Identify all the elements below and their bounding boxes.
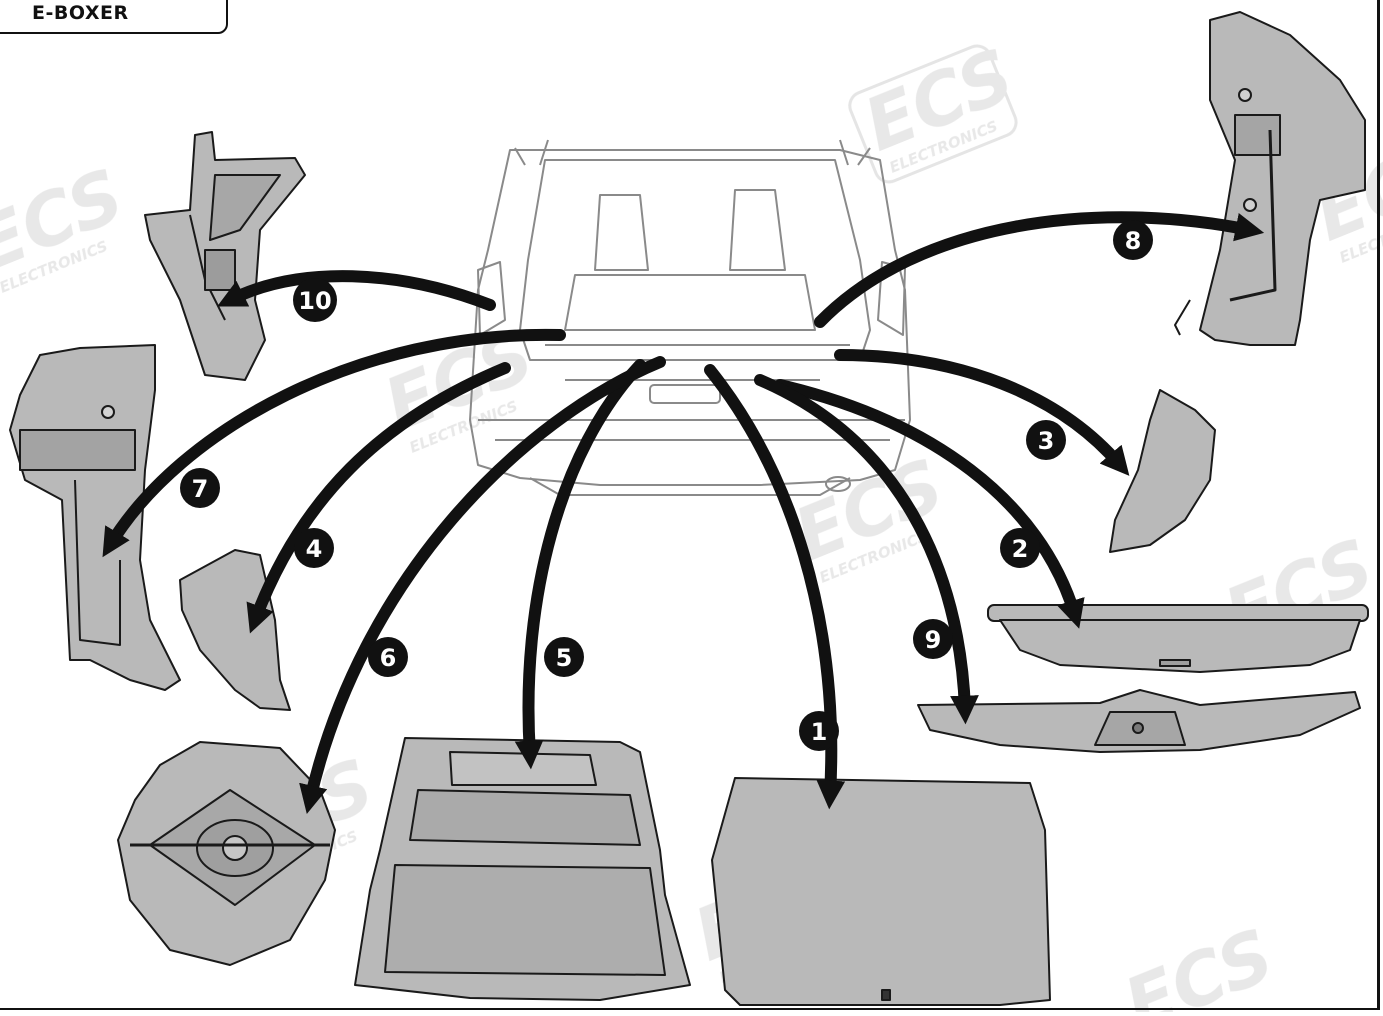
callout-10: 10 [293,278,337,322]
part-7-left-side-panel [10,345,180,690]
part-2-tonneau-cover [988,605,1368,672]
svg-text:2: 2 [1012,535,1029,563]
callout-9: 9 [913,619,953,659]
model-label: E-BOXER [32,2,129,24]
part-10-tail-light [145,132,305,380]
svg-text:ECS: ECS [1113,913,1285,1012]
arrow-10 [230,276,490,305]
part-5-storage-tray [355,738,690,1000]
callout-5: 5 [544,637,584,677]
callout-3: 3 [1026,420,1066,460]
watermark-logo: ECS ELECTRONICS [844,33,1031,186]
part-3-right-trim-cover [1110,390,1215,552]
svg-text:4: 4 [306,535,323,563]
arrow-3 [840,355,1120,465]
callout-6: 6 [368,637,408,677]
callout-7: 7 [180,468,220,508]
svg-text:1: 1 [811,718,828,746]
watermark-logo: ECS ELECTRONICS [0,153,139,299]
part-1-floor-board [712,778,1050,1005]
svg-text:8: 8 [1125,227,1142,255]
part-8-right-side-panel [1175,12,1365,345]
model-tab: E-BOXER [0,0,228,34]
watermark-logo: ECS [1113,913,1285,1012]
callout-1: 1 [799,711,839,751]
part-6-spare-wheel-tray [118,742,335,965]
callout-4: 4 [294,528,334,568]
svg-text:5: 5 [556,644,573,672]
svg-text:7: 7 [192,475,209,503]
svg-text:6: 6 [380,644,397,672]
svg-text:9: 9 [925,626,942,654]
svg-text:10: 10 [298,287,331,315]
callout-8: 8 [1113,220,1153,260]
callout-2: 2 [1000,528,1040,568]
part-9-scuff-plate [918,690,1360,752]
svg-text:3: 3 [1038,427,1055,455]
